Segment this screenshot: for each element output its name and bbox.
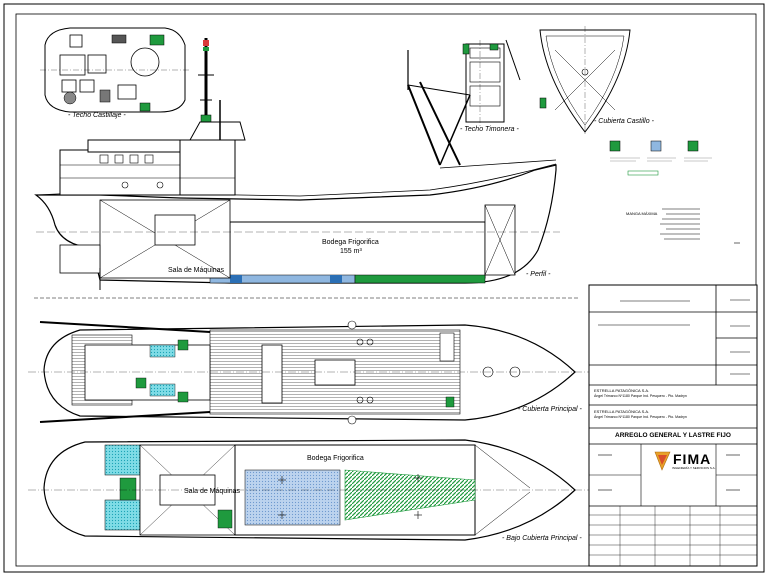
label-cubierta-castillo: - Cubierta Castillo - <box>594 118 654 125</box>
company-address-1: Ángel Trimarco Nº1180 Parque Ind. Pesque… <box>594 394 687 398</box>
label-manga-maxima: MANGA MÁXIMA <box>626 211 658 216</box>
label-cubierta-principal: - Cubierta Principal - <box>518 406 582 413</box>
bajo-cubierta-view <box>28 439 590 541</box>
label-perfil: - Perfil - <box>526 271 551 278</box>
company-name-2: ESTRELLA PATAGÓNICA S.A. <box>594 409 650 414</box>
label-bodega-volumen: 155 m³ <box>340 248 362 255</box>
mast <box>198 38 214 135</box>
company-address-2: Ángel Trimarco Nº1180 Parque Ind. Pesque… <box>594 415 687 419</box>
label-bodega-planta: Bodega Frigorifica <box>307 455 364 462</box>
dimensions-table <box>660 208 740 244</box>
logo-text: FIMA <box>673 451 712 467</box>
label-bodega-perfil: Bodega Frigorifica <box>322 239 379 246</box>
label-techo-timonera: - Techo Timonera - <box>460 126 519 133</box>
label-sala-maquinas-planta: Sala de Máquinas <box>184 488 241 495</box>
label-bajo-cubierta: - Bajo Cubierta Principal - <box>502 535 582 542</box>
drawing-title: ARREGLO GENERAL Y LASTRE FIJO <box>615 432 731 439</box>
techo-castillaje-view <box>40 27 190 113</box>
label-techo-castillaje: - Techo Castillaje - <box>68 112 126 119</box>
title-block <box>588 284 758 567</box>
legend <box>609 140 712 176</box>
label-sala-maquinas-perfil: Sala de Máquinas <box>168 267 225 274</box>
cubierta-castillo-view <box>539 26 631 136</box>
cubierta-principal-view <box>28 320 590 425</box>
logo-subtext: INGENIERÍA Y SERVICIOS S.A. <box>672 466 716 470</box>
profile-view <box>34 81 580 299</box>
techo-timonera-view <box>407 39 521 126</box>
company-name-1: ESTRELLA PATAGÓNICA S.A. <box>594 388 650 393</box>
sheet-border <box>3 3 765 573</box>
